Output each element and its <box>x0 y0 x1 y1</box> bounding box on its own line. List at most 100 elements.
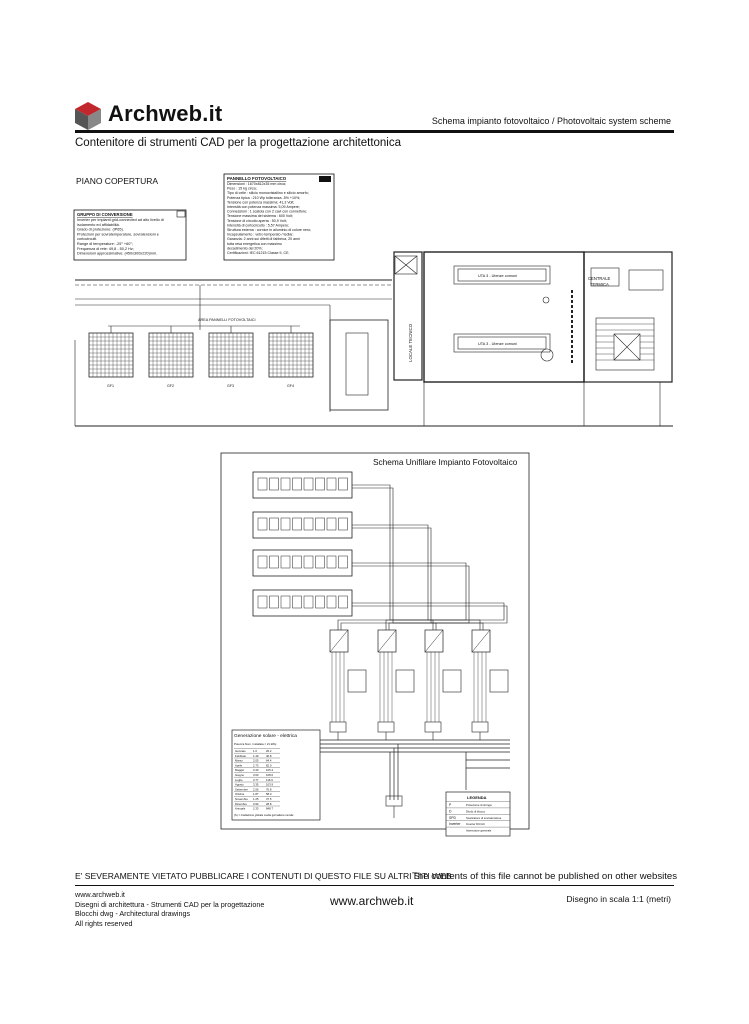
legend-description: Inverter DC/AC <box>466 822 485 826</box>
panel-spec-line: Tensione con potenza massima: 41,3 Volt; <box>227 200 294 204</box>
panel-spec-line: Intensità di cortocircuito : 5,57 Ampere… <box>227 223 289 227</box>
table-cell-daily: 3.60 <box>253 773 259 777</box>
legend-description: Protezione di stringa <box>466 803 492 807</box>
footer-site-link[interactable]: www.archweb.it <box>330 894 414 908</box>
warning-english: The contents of this file cannot be publ… <box>412 871 678 882</box>
table-cell-month: Luglio <box>235 778 243 782</box>
panel-spec-title: PANNELLO FOTOVOLTAICO <box>227 176 287 181</box>
inverter-branch <box>329 602 508 740</box>
panel-spec-line: Dimensioni : 1670x812x35 mm circa; <box>227 182 286 186</box>
header-rule <box>75 130 674 133</box>
inverter-spec-lines: Inverter per impianti grid-connected ad … <box>77 218 164 256</box>
table-cell-daily: 2.05 <box>253 759 259 763</box>
pv-array-label: GF3 <box>227 384 234 388</box>
inverter-spec-line: isolamento ed affidabilità. <box>77 223 120 227</box>
table-cell-month: Maggio <box>235 768 245 772</box>
scale-note: Disegno in scala 1:1 (metri) <box>566 894 671 904</box>
table-cell-daily: 1.25 <box>253 797 259 801</box>
pv-string <box>252 589 353 617</box>
table-cell-month: Febbraio <box>235 754 246 758</box>
footer-line: All rights reserved <box>75 918 133 928</box>
brand-name: Archweb.it <box>108 101 223 126</box>
legend-description: Interruttore generale <box>466 829 492 833</box>
table-row: Aprile 2.73 82.0 <box>234 762 280 767</box>
panel-spec-box <box>223 173 335 261</box>
panel-spec-line: Peso : 15 kg circa; <box>227 187 257 191</box>
inverter-spec-line: Grado di protezione: (IP65). <box>77 228 124 232</box>
table-cell-month: Novembre <box>235 797 248 801</box>
table-cell-month: Agosto <box>235 783 244 787</box>
pv-string <box>252 549 353 577</box>
panel-spec-line: Tensione di circuito aperta : 50,9 Volt; <box>227 219 287 223</box>
archweb-logo-icon <box>75 102 101 130</box>
panel-spec-line: Certificazioni: IEC 61215 Classe II, CE. <box>227 251 290 255</box>
legend-symbol: D <box>449 809 452 813</box>
legend-symbol: SPD <box>449 816 457 820</box>
table-cell-monthly: 103.9 <box>266 783 273 787</box>
table-cell-daily: 1.0 <box>253 749 257 753</box>
table-cell-monthly: 37.5 <box>266 797 272 801</box>
pv-array-label: GF4 <box>287 384 294 388</box>
pv-array: GF4 <box>268 326 314 388</box>
centrale-label: CENTRALE <box>588 276 611 281</box>
production-table-header: Potenza Nom. Installata = 21 kWp <box>234 742 277 746</box>
inverter-branch <box>352 524 462 740</box>
table-cell-monthly: 105.4 <box>266 768 273 772</box>
pv-string <box>252 471 353 499</box>
inverter-branch <box>352 484 509 740</box>
pv-array: GF1 <box>88 326 134 388</box>
legend-description: Scaricatore di sovratensione <box>466 816 502 820</box>
scheme-title: Schema impianto fotovoltaico / Photovolt… <box>431 116 671 126</box>
panel-spec-line: decadimento del 20%; <box>227 246 263 250</box>
panel-spec-line: Struttura esterna : cornice in alluminio… <box>227 228 311 232</box>
table-cell-daily: 3.40 <box>253 768 259 772</box>
inverter-spec-line: Range di temperature: -25° +60°; <box>77 242 133 246</box>
inverter-spec-line: Protezioni per sovratemperature, sovrate… <box>77 232 159 236</box>
legend-title: LEGENDA <box>467 795 487 800</box>
panel-spec-line: tutta resa energetica con massimo <box>227 242 282 246</box>
panel-spec-line: Tipo di celle : silicio monocristallino … <box>227 191 309 195</box>
table-cell-month: Ottobre <box>235 792 245 796</box>
legend-description: Diodo di blocco <box>466 809 486 813</box>
page-subtitle: Contenitore di strumenti CAD per la prog… <box>75 137 402 149</box>
table-cell-monthly: 116.9 <box>266 778 273 782</box>
production-table-title: Generazione solare - elettrica <box>234 733 297 739</box>
table-cell-daily: 2.56 <box>253 787 259 791</box>
inverter-spec-line: cortocircuiti. <box>77 237 97 241</box>
production-table <box>231 729 321 821</box>
inverter-spec-box <box>73 209 187 261</box>
footer-line: Disegni di architettura - Strumenti CAD … <box>75 899 265 909</box>
panel-spec-line: Incapsulamento : vetro temperato / tedla… <box>227 233 294 237</box>
table-cell-month: Settembre <box>235 787 248 791</box>
table-cell-daily: 1.40 <box>253 754 259 758</box>
inverter-spec-title: GRUPPO DI CONVERSIONE <box>77 212 133 217</box>
table-row: Maggio 3.40 105.4 <box>234 767 280 772</box>
panel-spec-line: Tensione massima del sistema : 600 Volt; <box>227 214 293 218</box>
table-cell-monthly: 82.0 <box>266 763 272 767</box>
footer-rule <box>75 885 674 886</box>
inverter-branch <box>352 562 470 740</box>
table-row: Giugno 3.60 108.0 <box>234 772 280 777</box>
table-cell-monthly: 64.4 <box>266 759 272 763</box>
pv-array: GF2 <box>148 326 194 388</box>
table-cell-month: Aprile <box>235 763 243 767</box>
inverter-spec-line: Inverter per impianti grid-connected ad … <box>77 218 164 222</box>
panel-spec-line: Intensità con potenza massima: 5,09 Ampe… <box>227 205 300 209</box>
table-cell-month: Giugno <box>235 773 244 777</box>
table-cell-month: Marzo <box>235 759 243 763</box>
panel-spec-line: Garanzia: 2 anni sui difetti di fabbrica… <box>227 237 300 241</box>
unifilare-title: Schema Unifilare Impianto Fotovoltaico <box>373 457 518 467</box>
table-cell-daily: 2.73 <box>253 763 259 767</box>
legend-row: D Diodo di blocco <box>446 807 510 813</box>
legend-symbol: Inverter <box>449 822 461 826</box>
panel-spec-lines: Dimensioni : 1670x812x35 mm circa;Peso :… <box>227 182 311 255</box>
table-cell-monthly: 108.0 <box>266 773 273 777</box>
